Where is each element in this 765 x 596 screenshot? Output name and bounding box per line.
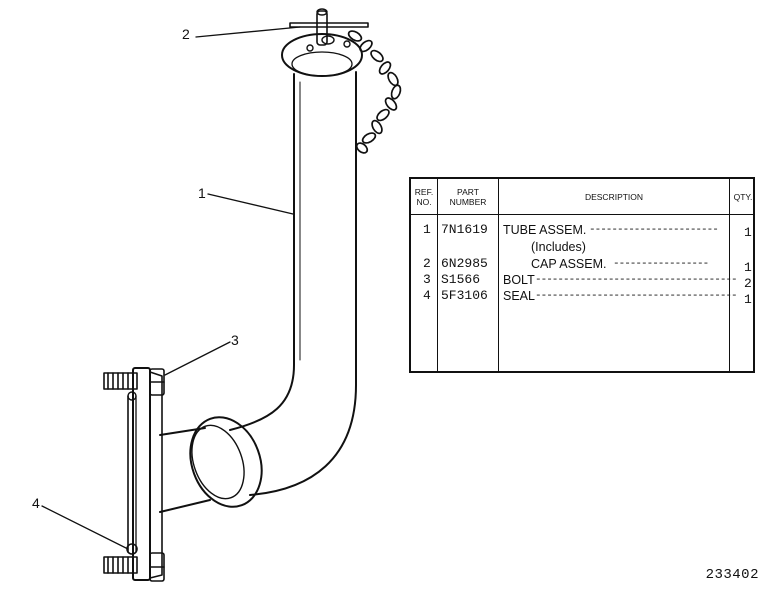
header-description: DESCRIPTION: [584, 191, 644, 202]
row-description: (Includes): [531, 240, 586, 254]
header-qty: QTY.: [733, 191, 753, 202]
row-qty: 1: [744, 260, 752, 275]
row-part-number: 7N1619: [441, 222, 488, 237]
table-row: 3 S1566 BOLT ---------------------------…: [411, 272, 753, 291]
t-handle: [289, 22, 369, 28]
row-leader: -----------------------: [589, 224, 719, 236]
bolt-top: [103, 368, 165, 396]
row-description: CAP ASSEM.: [531, 257, 607, 271]
row-qty: 2: [744, 276, 752, 291]
header-ref-no: REF. NO.: [414, 186, 434, 207]
bolt-bottom: [103, 552, 165, 582]
column-divider: [437, 179, 438, 371]
table-row: (Includes): [411, 240, 753, 254]
callout-1: 1: [198, 185, 206, 201]
leader-line-2: [195, 26, 301, 38]
figure-number: 233402: [705, 567, 759, 583]
tube-outer-right: [249, 71, 357, 496]
row-ref: 3: [423, 272, 431, 287]
row-qty: 1: [744, 292, 752, 307]
table-row: 2 6N2985 CAP ASSEM. ----------------- 1: [411, 256, 753, 275]
row-description: TUBE ASSEM.: [503, 223, 587, 237]
leader-line-3: [164, 341, 231, 376]
column-divider: [729, 179, 730, 371]
parts-list-table: REF. NO. PART NUMBER DESCRIPTION QTY. 1 …: [409, 177, 755, 373]
row-part-number: 5F3106: [441, 288, 488, 303]
row-part-number: S1566: [441, 272, 481, 287]
column-divider: [498, 179, 499, 371]
row-ref: 1: [423, 222, 431, 237]
tube-outer-left: [229, 73, 295, 431]
row-description: SEAL: [503, 289, 535, 303]
seal-ring: [126, 543, 138, 555]
seal-collar: [189, 416, 263, 508]
header-part-number: PART NUMBER: [449, 186, 487, 207]
row-ref: 2: [423, 256, 431, 271]
row-part-number: 6N2985: [441, 256, 488, 271]
row-description: BOLT: [503, 273, 535, 287]
leader-line-1: [207, 193, 294, 215]
row-leader: ------------------------------------: [535, 274, 738, 286]
callout-2: 2: [182, 26, 190, 42]
table-header: [411, 179, 753, 215]
table-row: 4 5F3106 SEAL --------------------------…: [411, 288, 753, 307]
retaining-chain: [347, 30, 402, 154]
row-qty: 1: [744, 225, 752, 240]
leader-line-4: [41, 505, 129, 550]
callout-4: 4: [32, 495, 40, 511]
table-row: 1 7N1619 TUBE ASSEM. -------------------…: [411, 222, 753, 240]
row-ref: 4: [423, 288, 431, 303]
callout-3: 3: [231, 332, 239, 348]
row-leader: -----------------: [613, 258, 709, 270]
flange-plate: [132, 367, 151, 581]
row-leader: ------------------------------------: [535, 290, 738, 302]
